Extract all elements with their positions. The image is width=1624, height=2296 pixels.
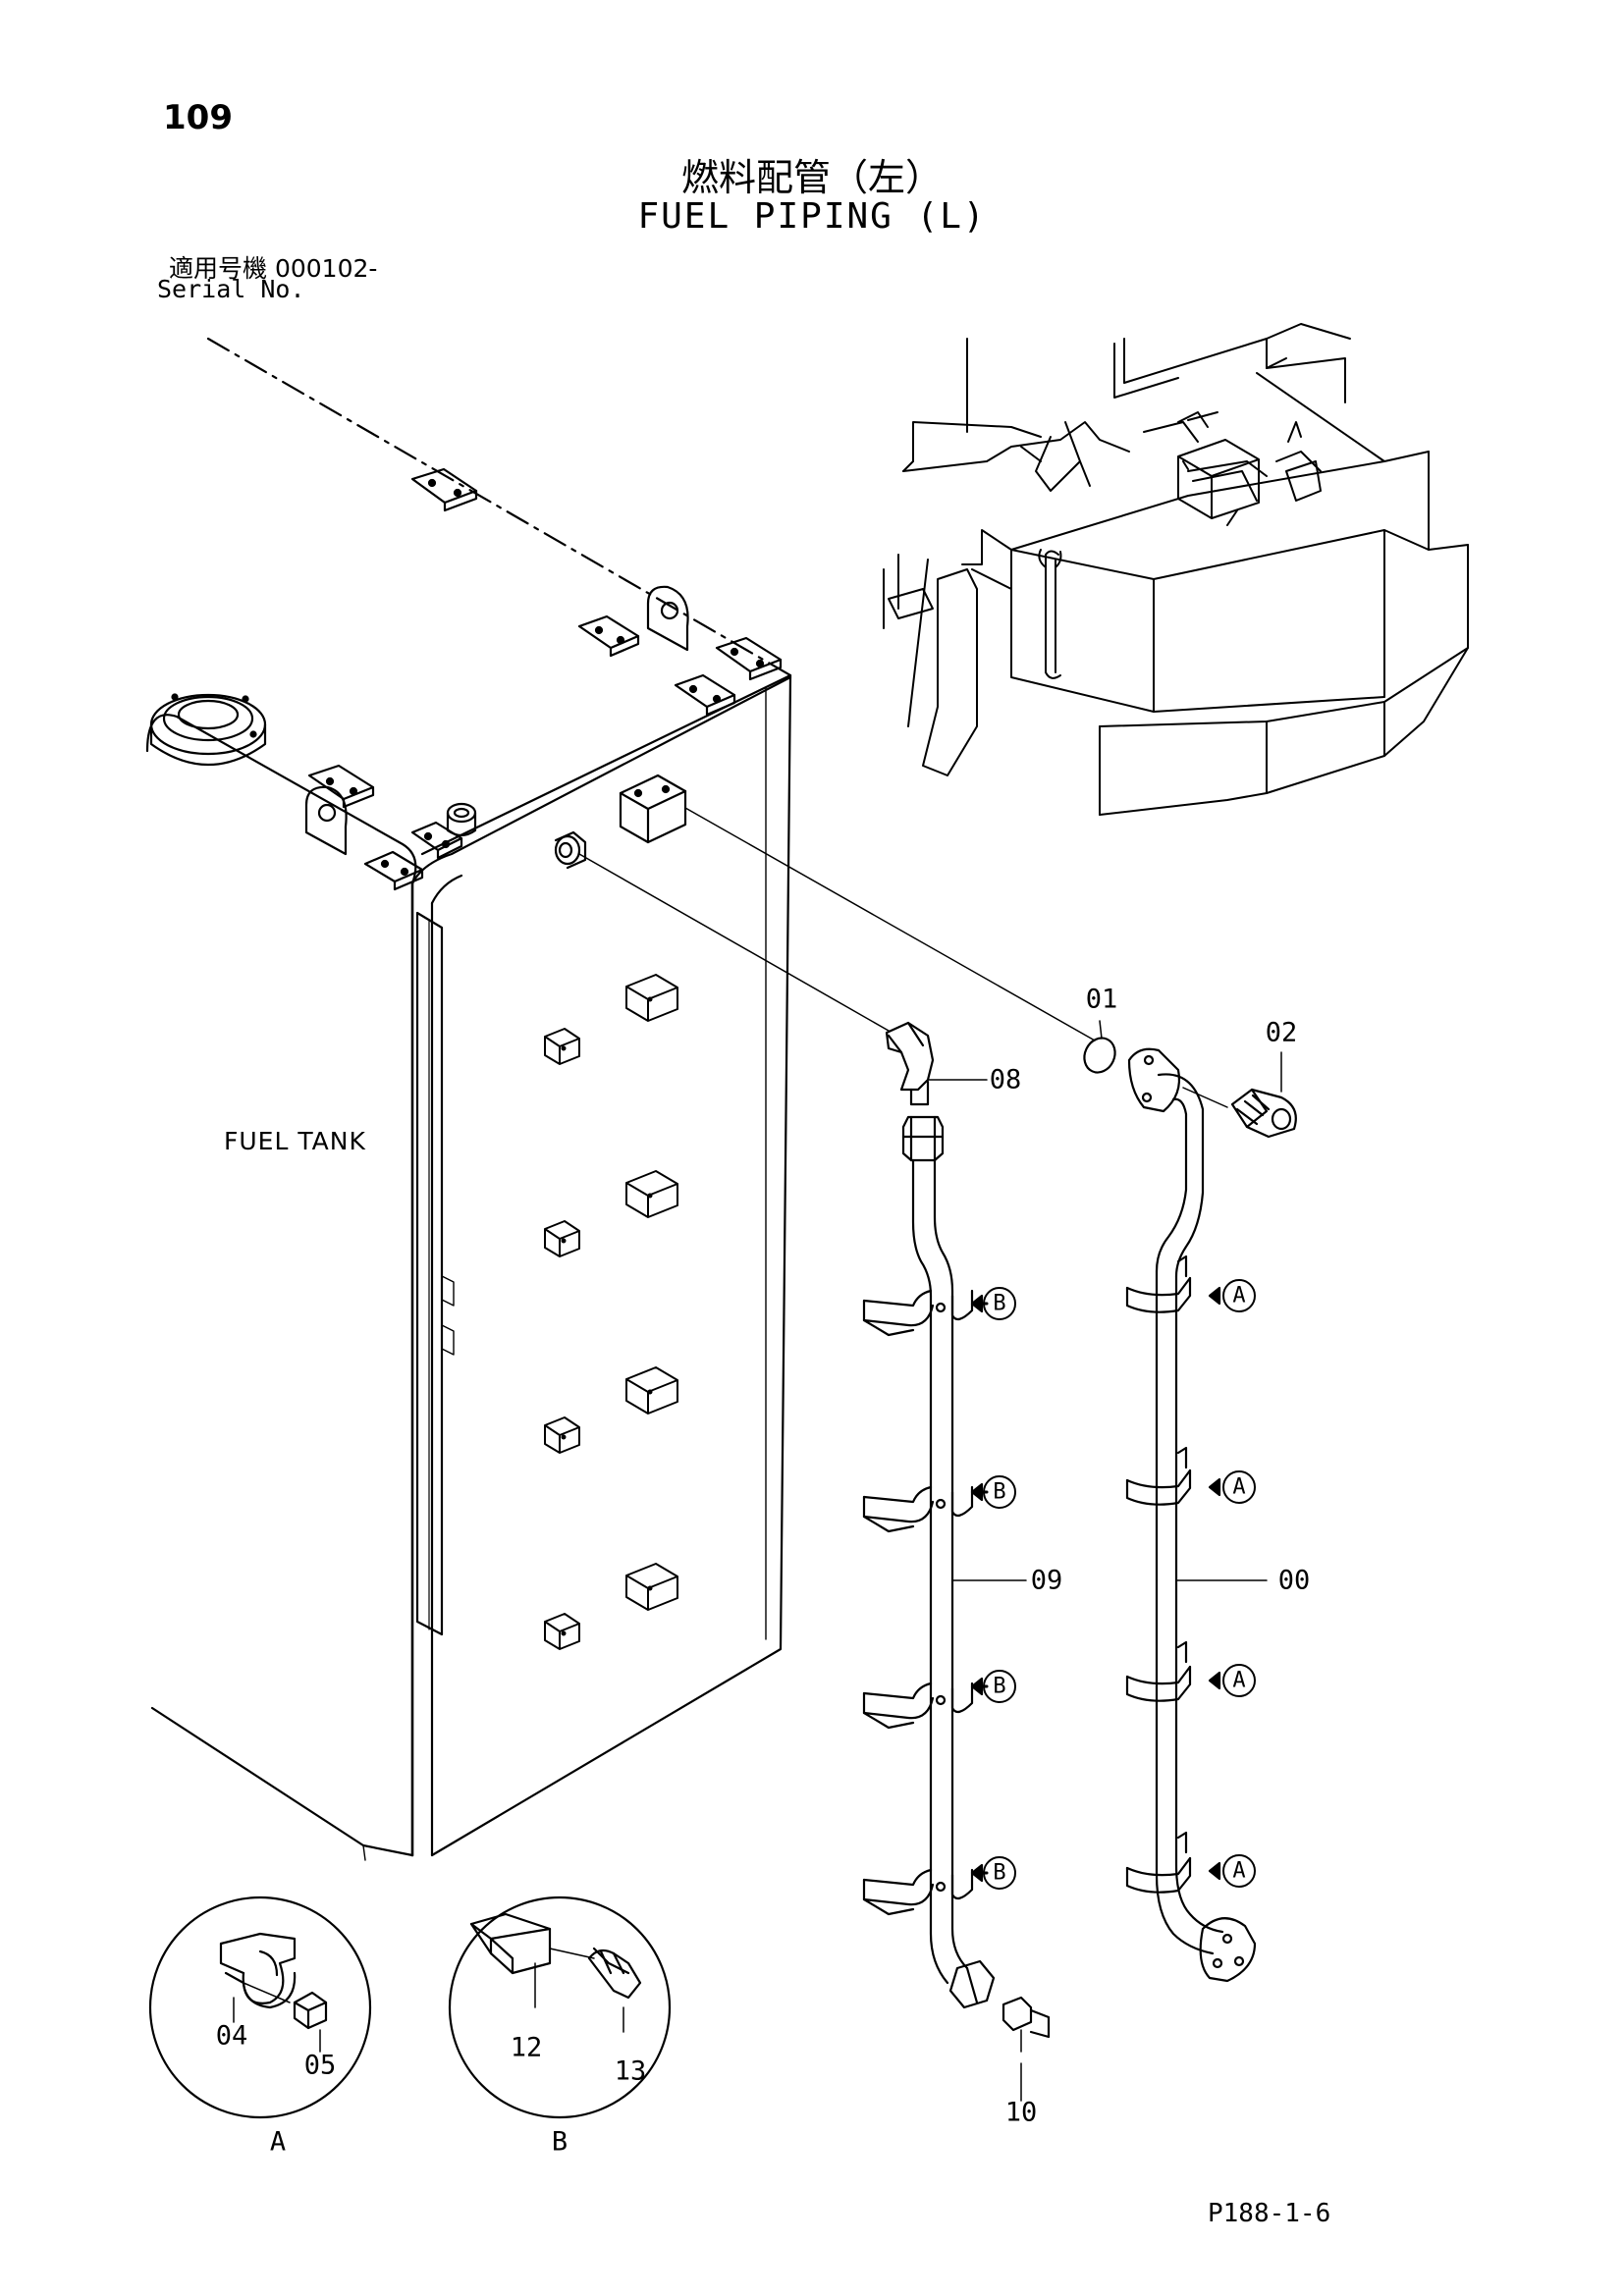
part-label-09: 09 [1030,1565,1063,1596]
part-label-08: 08 [989,1064,1022,1095]
page-title-japanese: 燃料配管（左） [680,156,943,199]
part-label-10: 10 [1004,2097,1038,2128]
detail-ref-b: B [993,1291,1006,1316]
figure-code: P188-1-6 [1208,2199,1331,2228]
detail-ref-a: A [1232,1283,1246,1308]
detail-ref-b: B [993,1860,1006,1886]
detail-ref-b: B [993,1674,1006,1699]
detail-ref-a: A [1232,1668,1246,1693]
reference-circles [983,1279,1256,1890]
machine-overview-drawing [883,323,1469,816]
part-label-01: 01 [1085,984,1118,1015]
part-label-02: 02 [1265,1017,1298,1048]
detail-caption-a: A [263,2126,293,2158]
detail-ref-a: A [1232,1474,1246,1500]
fuel-pipe-09-drawing [578,853,1051,2102]
serial-range-label: 適用号機 000102- [169,254,378,283]
part-label-13: 13 [614,2056,647,2087]
detail-caption-b: B [545,2126,574,2158]
part-label-05: 05 [303,2050,337,2081]
detail-b-drawing [448,1896,672,2119]
page-title: FUEL PIPING (L) [637,196,987,237]
part-label-00: 00 [1277,1565,1311,1596]
part-label-12: 12 [510,2032,543,2063]
part-label-04: 04 [215,2020,248,2052]
detail-ref-a: A [1232,1858,1246,1884]
detail-ref-b: B [993,1479,1006,1505]
fuel-tank-label: FUEL TANK [224,1127,366,1155]
page-number: 109 [163,98,233,137]
serial-number-label: Serial No. [157,275,305,303]
fuel-pipe-00-drawing [684,807,1297,1983]
detail-a-drawing [148,1896,372,2119]
fuel-tank-drawing [145,337,792,1861]
